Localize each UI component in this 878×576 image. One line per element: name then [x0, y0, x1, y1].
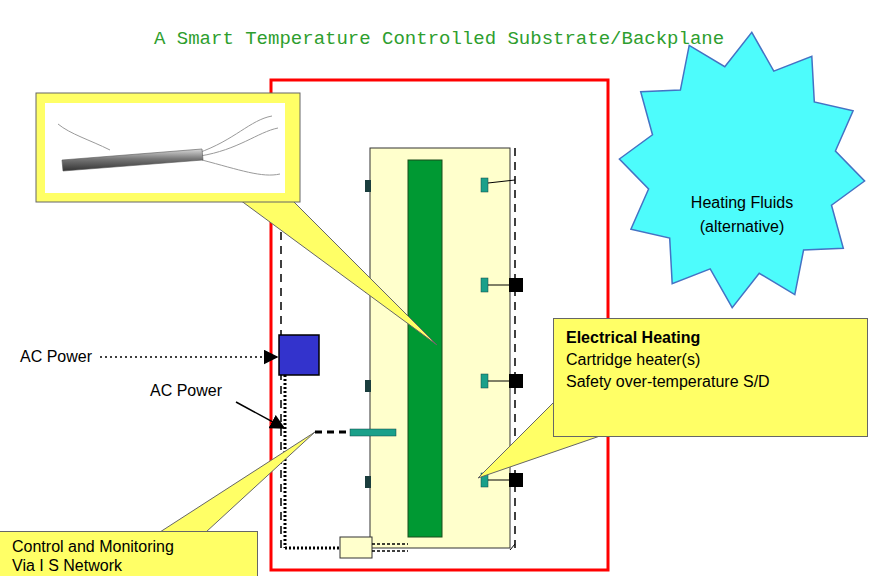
wire: [488, 381, 510, 382]
connector: [365, 180, 371, 192]
connector: [365, 476, 371, 488]
callout-text: Via I S Network: [12, 556, 245, 575]
substrate: [370, 148, 510, 548]
callout-heading: Electrical Heating: [566, 327, 855, 349]
wire: [488, 480, 510, 481]
power-wire: [372, 550, 408, 552]
starburst-note: Heating Fluids (alternative): [617, 30, 867, 310]
callout-text: Cartridge heater(s): [566, 349, 855, 371]
starburst-text: Heating Fluids (alternative): [680, 191, 804, 239]
power-label: AC Power: [20, 347, 92, 367]
heater-wire: [200, 128, 278, 156]
connector: [481, 374, 488, 388]
connector: [481, 278, 488, 292]
starburst-outline: [619, 32, 864, 307]
callout-pointer: [240, 200, 437, 345]
photo-frame: [45, 103, 285, 193]
network-wire: [315, 431, 350, 434]
sensor: [350, 429, 396, 436]
leader-arrow: [236, 402, 284, 428]
power-wire: [284, 375, 287, 548]
wire: [510, 544, 515, 550]
power-feed: [100, 356, 277, 358]
rail-line: [514, 148, 516, 550]
callout-pointer: [160, 432, 315, 532]
callout-text: Control and Monitoring: [12, 537, 245, 556]
cartridge-heater: [408, 160, 442, 537]
callout-box: Electrical HeatingCartridge heater(s)Saf…: [553, 318, 868, 437]
connector: [481, 178, 488, 192]
photo-callout: [36, 93, 300, 202]
note-text: Heating Fluids (alternative): [680, 191, 804, 239]
power-wire: [372, 543, 408, 545]
wire: [488, 180, 515, 183]
wire: [488, 285, 510, 286]
connector: [509, 278, 523, 292]
terminal-block: [340, 537, 372, 558]
power-supply: [279, 335, 319, 375]
starburst-shape: [617, 30, 867, 310]
heater-body: [62, 149, 203, 171]
diagram-title: A Smart Temperature Controlled Substrate…: [154, 28, 724, 50]
connector: [509, 473, 523, 487]
power-label: AC Power: [150, 381, 222, 401]
callout-box: Control and MonitoringVia I S Network: [0, 531, 258, 576]
heater-wire: [58, 124, 110, 150]
heater-wire: [202, 160, 280, 175]
power-wire: [285, 547, 340, 550]
connector: [509, 374, 523, 388]
connector: [365, 380, 371, 392]
callout-text: Safety over-temperature S/D: [566, 371, 855, 393]
